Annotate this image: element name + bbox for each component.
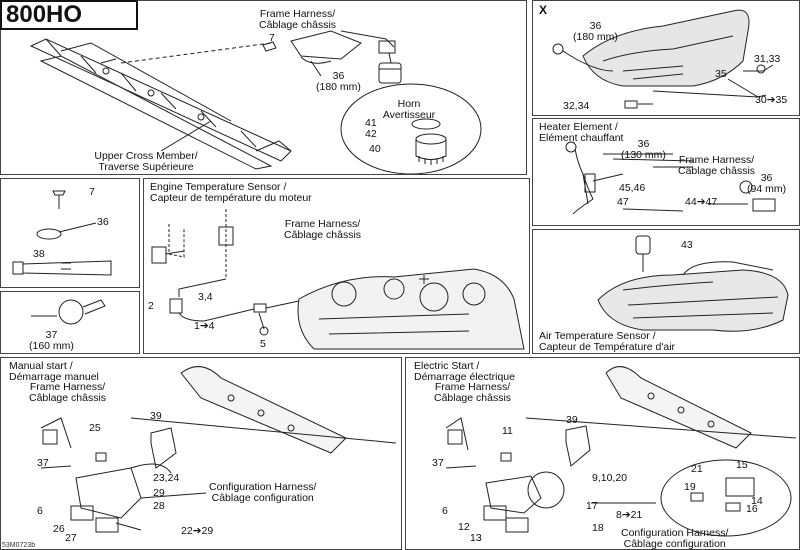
- electric-part-21: 21: [691, 463, 703, 475]
- manual-start-title: Manual start /Démarrage manuel: [9, 360, 99, 383]
- heater-title: Heater Element /Elément chauffant: [539, 121, 624, 144]
- part-31-33: 31,33: [754, 53, 781, 65]
- engine-part-1-4: 1➔4: [194, 320, 215, 332]
- label-upper-cross-member: Upper Cross Member/Traverse Supérieure: [94, 150, 198, 173]
- manual-part-23-24: 23,24: [153, 472, 180, 484]
- part-44-47: 44➔47: [685, 196, 718, 208]
- clamp-illustration: [31, 299, 106, 325]
- hardware-part-36: 36: [97, 216, 109, 228]
- panel-clamp: 37(160 mm): [0, 291, 140, 354]
- electric-part-9-10-20: 9,10,20: [592, 472, 628, 484]
- electric-part-8-21: 8➔21: [616, 509, 643, 521]
- panel-x-mark: X: [539, 3, 548, 17]
- electric-part-12: 12: [458, 521, 470, 533]
- electric-part-6: 6: [442, 505, 448, 517]
- panel-air-temp-sensor: 43 Air Temperature Sensor /Capteur de Te…: [532, 229, 800, 354]
- panel-heater-element: Heater Element /Elément chauffant 36(130…: [532, 118, 800, 226]
- panel-manual-start: Manual start /Démarrage manuel Frame Har…: [0, 357, 402, 550]
- engine-sensor-illustration: [151, 209, 525, 350]
- label-engine-frame-harness: Frame Harness/Câblage châssis: [284, 218, 362, 241]
- manual-part-27: 27: [65, 532, 77, 544]
- hardware-part-7: 7: [89, 186, 95, 198]
- manual-part-29: 29: [153, 487, 165, 499]
- airbox-illustration: [597, 235, 789, 332]
- manual-part-6: 6: [37, 505, 43, 517]
- label-manual-config-harness: Configuration Harness/Câblage configurat…: [209, 481, 317, 504]
- hardware-part-38: 38: [33, 248, 45, 260]
- part-45-46: 45,46: [619, 182, 646, 194]
- engine-part-2: 2: [148, 300, 154, 312]
- panel-electric-start: Electric Start /Démarrage électrique Fra…: [405, 357, 800, 550]
- electric-part-18: 18: [592, 522, 604, 534]
- air-sensor-title: Air Temperature Sensor /Capteur de Tempé…: [539, 330, 676, 353]
- panel-hardware: 7 36 38: [0, 178, 140, 288]
- part-41: 41: [365, 117, 377, 129]
- label-part-36: 36(180 mm): [316, 70, 361, 93]
- manual-part-28: 28: [153, 500, 165, 512]
- electric-part-16: 16: [746, 503, 758, 515]
- label-clamp-37: 37(160 mm): [29, 329, 74, 352]
- hardware-illustration: [12, 190, 112, 276]
- manual-part-39: 39: [150, 410, 162, 422]
- label-electric-frame-harness: Frame Harness/Câblage châssis: [434, 381, 512, 404]
- part-47: 47: [617, 196, 629, 208]
- label-x-part-36: 36(180 mm): [573, 20, 618, 43]
- panel-x: X 36(180 mm) 31,33 35 32,34 30➔35: [532, 0, 800, 116]
- model-title: 800HO: [0, 0, 138, 30]
- fuel-tank-illustration: [552, 9, 774, 109]
- drawing-reference: 53M0723b: [2, 542, 36, 549]
- manual-part-25: 25: [89, 422, 101, 434]
- panel-engine-temp-sensor: Engine Temperature Sensor /Capteur de te…: [143, 178, 530, 354]
- label-electric-config-harness: Configuration Harness/Câblage configurat…: [621, 527, 729, 550]
- electric-part-39: 39: [566, 414, 578, 426]
- electric-part-19: 19: [684, 481, 696, 493]
- manual-part-37: 37: [37, 457, 49, 469]
- label-frame-harness: Frame Harness/Câblage châssis: [259, 8, 337, 31]
- part-42: 42: [365, 128, 377, 140]
- label-manual-frame-harness: Frame Harness/Câblage châssis: [29, 381, 107, 404]
- upper-frame-illustration: [29, 30, 482, 174]
- manual-part-22-29: 22➔29: [181, 525, 214, 537]
- electric-part-17: 17: [586, 500, 598, 512]
- air-part-43: 43: [681, 239, 693, 251]
- part-35: 35: [715, 68, 727, 80]
- part-32-34: 32,34: [563, 100, 590, 112]
- label-heater-36a: 36(130 mm): [621, 138, 666, 161]
- manual-start-illustration: [40, 366, 397, 533]
- engine-part-3-4: 3,4: [198, 291, 213, 303]
- electric-start-title: Electric Start /Démarrage électrique: [414, 360, 515, 383]
- electric-part-11: 11: [502, 425, 513, 437]
- part-30-35: 30➔35: [755, 94, 788, 106]
- electric-part-15: 15: [736, 459, 748, 471]
- label-heater-36b: 36(94 mm): [747, 172, 787, 195]
- label-heater-frame-harness: Frame Harness/Câblage châssis: [678, 154, 756, 177]
- part-40: 40: [369, 143, 381, 155]
- engine-part-5: 5: [260, 338, 266, 350]
- engine-sensor-title: Engine Temperature Sensor /Capteur de te…: [150, 181, 312, 204]
- heater-illustration: [565, 141, 776, 215]
- part-7: 7: [269, 32, 275, 44]
- electric-part-37: 37: [432, 457, 444, 469]
- electric-start-illustration: [445, 366, 797, 537]
- manual-part-26: 26: [53, 523, 65, 535]
- electric-part-14: 14: [751, 495, 763, 507]
- electric-part-13: 13: [470, 532, 482, 544]
